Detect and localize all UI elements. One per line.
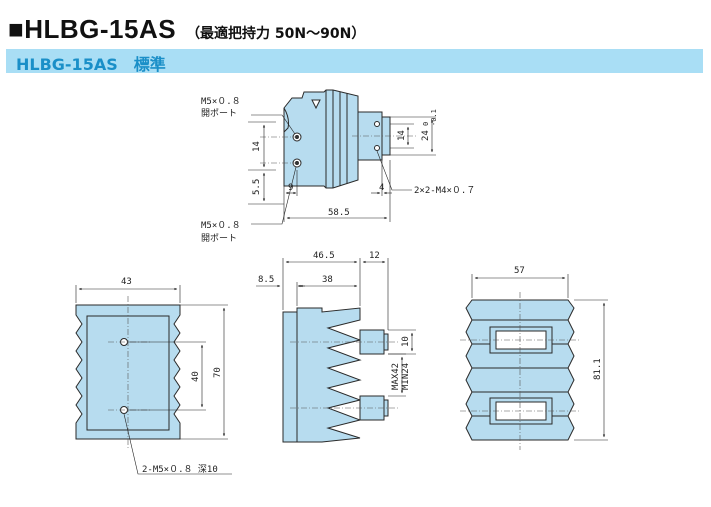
rear-view: 57 81.1	[460, 266, 608, 450]
page-title: ■HLBG-15AS （最適把持力 50N〜90N）	[8, 14, 366, 44]
rear-view-dim-lines	[471, 274, 608, 441]
port-lower-label-line2: 開ポート	[201, 233, 237, 244]
model-title: ■HLBG-15AS	[8, 14, 177, 44]
side-view-dim-lines	[256, 258, 416, 397]
dim-14-left: 14	[252, 141, 262, 152]
dim-81-1: 81.1	[593, 358, 603, 380]
callout-m4-thread: 2×2-M4×０.７	[414, 186, 475, 196]
port-lower-label-line1: M5×０.８	[201, 221, 241, 231]
side-view-body	[282, 307, 389, 443]
dim-24: 24	[421, 130, 431, 141]
dim-5-5: 5.5	[252, 179, 262, 195]
dim-24-tolerance-lower: -0.1	[430, 109, 438, 126]
top-view: M5×０.８ 開ポート M5×０.８ 開ポート 14 5.5 9 58.5 4 …	[201, 89, 475, 244]
section-banner-label: HLBG-15AS 標準	[16, 55, 166, 74]
dim-4: 4	[379, 183, 384, 193]
dim-9: 9	[288, 183, 293, 193]
dim-57: 57	[514, 266, 525, 276]
port-upper-label-line1: M5×０.８	[201, 97, 241, 107]
dim-10: 10	[401, 336, 411, 347]
dim-14-right: 14	[397, 130, 407, 141]
dim-max-42: MAX42	[391, 363, 401, 390]
top-view-dim-lines	[248, 114, 436, 225]
dim-46-5: 46.5	[313, 251, 335, 261]
side-view-centerlines	[290, 341, 400, 409]
dim-24-tolerance-upper: 0	[422, 122, 430, 126]
dim-min-24: MIN24	[401, 363, 411, 390]
dim-70: 70	[213, 367, 223, 378]
port-upper-label-line2: 開ポート	[201, 108, 237, 119]
dim-58-5: 58.5	[328, 208, 350, 218]
callout-m5-thread-depth: 2-M5×０.８ 深10	[142, 464, 218, 475]
section-banner: HLBG-15AS 標準	[6, 49, 703, 74]
front-view: 43 40 70 2-M5×０.８ 深10	[75, 277, 232, 475]
top-view-body	[283, 89, 391, 189]
side-view: 46.5 12 8.5 38 10 MAX42 MIN24	[256, 251, 416, 443]
grip-force-subtitle: （最適把持力 50N〜90N）	[186, 26, 366, 42]
dim-43: 43	[121, 277, 132, 287]
dim-40: 40	[191, 371, 201, 382]
front-view-dim-lines	[75, 285, 232, 475]
dim-8-5: 8.5	[258, 275, 274, 285]
dim-38: 38	[322, 275, 333, 285]
dim-12: 12	[369, 251, 380, 261]
rear-view-centerlines	[460, 292, 580, 450]
